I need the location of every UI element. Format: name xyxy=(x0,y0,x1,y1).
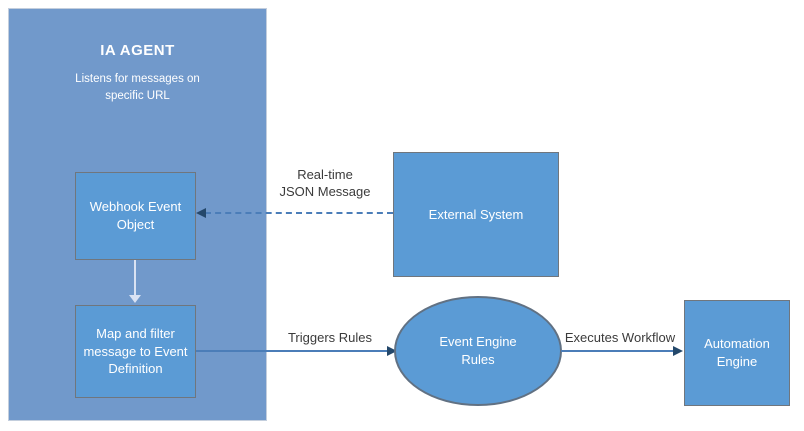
node-external-system: External System xyxy=(393,152,559,277)
connector-triggers-rules-label: Triggers Rules xyxy=(287,330,373,345)
connector-json-message-line xyxy=(205,212,393,214)
connector-executes-workflow-arrowhead-icon xyxy=(673,346,683,356)
node-event-engine-rules: Event Engine Rules xyxy=(394,296,562,406)
node-map-filter: Map and filter message to Event Definiti… xyxy=(75,305,196,398)
connector-triggers-rules-line xyxy=(196,350,388,352)
node-automation-engine-label: Automation Engine xyxy=(704,336,770,369)
connector-webhook-to-map-line xyxy=(134,260,136,295)
connector-triggers-rules-arrowhead-icon xyxy=(387,346,397,356)
ia-agent-subtitle: Listens for messages on specific URL xyxy=(75,73,200,103)
node-external-system-label: External System xyxy=(428,206,524,222)
node-webhook-event-object-label: Webhook Event Object xyxy=(89,199,182,232)
node-webhook-event-object: Webhook Event Object xyxy=(75,172,196,260)
ia-agent-title: IA AGENT xyxy=(100,42,175,59)
connector-executes-workflow-line xyxy=(561,350,674,352)
connector-json-message-arrowhead-icon xyxy=(196,208,206,218)
node-automation-engine: Automation Engine xyxy=(684,300,790,406)
connector-json-message-label: Real-time JSON Message xyxy=(279,167,371,199)
connector-executes-workflow-label: Executes Workflow xyxy=(564,330,676,345)
connector-webhook-to-map-arrowhead-icon xyxy=(129,295,141,303)
node-event-engine-rules-label: Event Engine Rules xyxy=(439,334,517,367)
node-map-filter-label: Map and filter message to Event Definiti… xyxy=(83,326,188,377)
